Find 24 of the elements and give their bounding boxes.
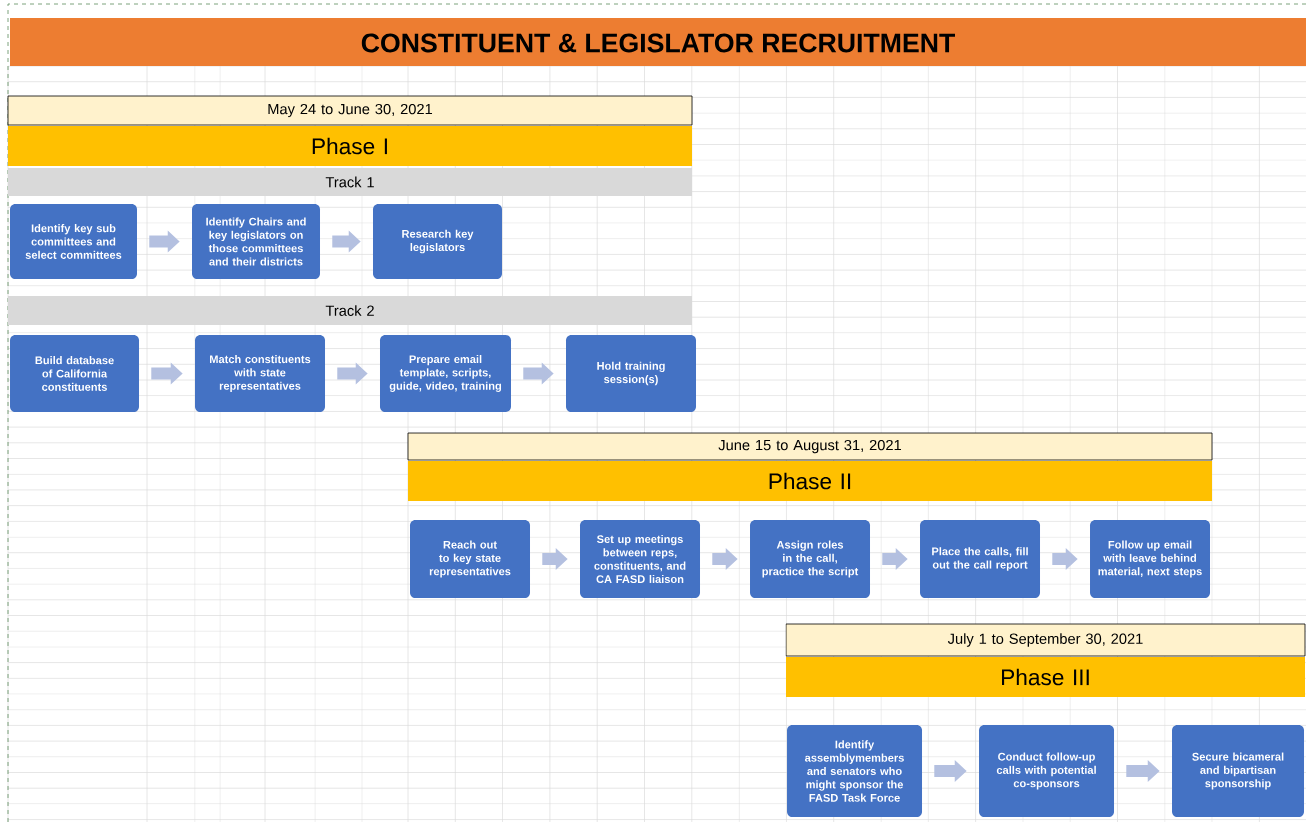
process-box: Conduct follow-up calls with potential co-sponsors [979,725,1114,817]
process-box: Prepare email template, scripts, guide, video, training [380,335,511,412]
process-box: Place the calls, fill out the call report [920,520,1040,598]
date-band: July 1 to September 30, 2021 [785,623,1306,657]
process-box: Identify assemblymembers and senators who might sponsor the FASD Task Force [787,725,922,817]
process-box: Secure bicameral and bipartisan sponsorship [1172,725,1304,817]
process-box: Build database of California constituents [10,335,139,412]
date-band: May 24 to June 30, 2021 [7,95,693,126]
process-box: Identify Chairs and key legislators on those committees and their districts [192,204,320,279]
date-band: June 15 to August 31, 2021 [407,432,1213,461]
process-box: Reach out to key state representatives [410,520,530,598]
process-box: Follow up email with leave behind material, next steps [1090,520,1210,598]
process-box: Match constituents with state representatives [195,335,325,412]
process-box: Assign roles in the call, practice the script [750,520,870,598]
phase-band: Phase II [408,461,1212,501]
phase-band: Phase III [786,657,1305,697]
process-box: Research key legislators [373,204,502,279]
process-box: Set up meetings between reps, constituents, and CA FASD liaison [580,520,700,598]
process-box: Identify key sub committees and select committees [10,204,137,279]
track-band: Track 2 [8,296,692,325]
title-banner: CONSTITUENT & LEGISLATOR RECRUITMENT [10,18,1306,66]
track-band: Track 1 [8,168,692,196]
process-box: Hold training session(s) [566,335,696,412]
phase-band: Phase I [8,126,692,166]
